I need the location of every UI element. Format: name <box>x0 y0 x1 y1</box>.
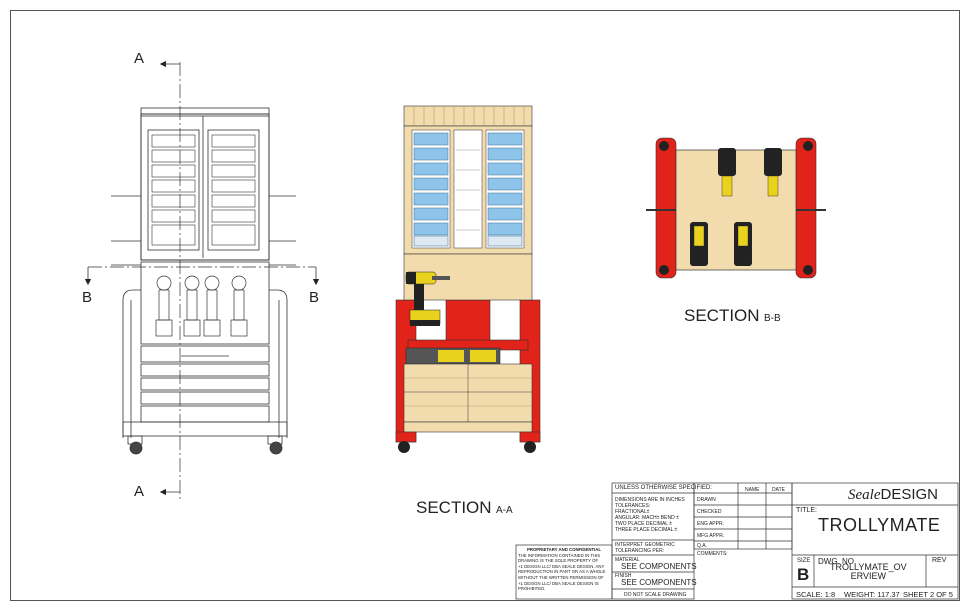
proprietary-notice: PROPRIETARY AND CONFIDENTIAL THE INFORMA… <box>518 547 610 592</box>
drawing-border <box>10 10 960 601</box>
weight-field: WEIGHT: 117.37 <box>844 590 900 599</box>
row-qa: Q.A. <box>697 543 708 549</box>
proprietary-line-5: WITHOUT THE WRITTEN PERMISSION OF <box>518 574 604 580</box>
proprietary-line-4: REPRODUCTION IN PART OR AS A WHOLE <box>518 569 606 575</box>
two-place-line: TWO PLACE DECIMAL ± <box>615 521 673 527</box>
cut-label-b-left: B <box>82 289 93 306</box>
row-comments: COMMENTS: <box>697 551 728 557</box>
dims-line-1: DIMENSIONS ARE IN INCHES <box>615 497 685 503</box>
proprietary-line-3: +1 DESIGN LLC/ DBA SEALE DESIGN. ANY <box>518 563 605 569</box>
material-label: MATERIAL <box>615 557 640 563</box>
title-label: TITLE: <box>796 507 818 514</box>
geometric-tolerancing: INTERPRET GEOMETRIC TOLERANCING PER: <box>615 542 675 554</box>
section-a-a-label: SECTION A-A <box>416 498 513 518</box>
row-mfg-appr: MFG APPR. <box>697 533 725 539</box>
col-name: NAME <box>745 487 760 493</box>
section-b-b-label: SECTION B-B <box>684 306 781 326</box>
material-value: SEE COMPONENTS <box>621 562 697 571</box>
tolerance-dims: DIMENSIONS ARE IN INCHES TOLERANCES: FRA… <box>615 497 685 533</box>
dims-line-2: TOLERANCES: <box>615 503 651 509</box>
logo-caps: DESIGN <box>880 486 938 503</box>
cut-label-a-bottom: A <box>134 483 145 500</box>
dwg-no-label: DWG. NO. <box>818 557 857 566</box>
drawing-title: TROLLYMATE <box>818 515 941 535</box>
section-a-a-sub: A-A <box>496 505 513 516</box>
front-view <box>84 60 320 500</box>
section-b-b-sub: B-B <box>764 313 781 324</box>
finish-value: SEE COMPONENTS <box>621 578 697 587</box>
cut-label-b-right: B <box>309 289 320 306</box>
col-date: DATE <box>772 487 785 493</box>
section-a-a-view <box>395 105 541 453</box>
proprietary-line-2: DRAWING IS THE SOLE PROPERTY OF <box>518 558 599 564</box>
fractional-line: FRACTIONAL± <box>615 509 650 515</box>
three-place-line: THREE PLACE DECIMAL ± <box>615 527 678 533</box>
tolerance-header: UNLESS OTHERWISE SPECIFIED: <box>615 485 712 491</box>
section-a-a-main: SECTION <box>416 498 492 517</box>
geometric-line-1: INTERPRET GEOMETRIC <box>615 542 675 548</box>
title-block-lines <box>515 482 959 600</box>
size-label: SIZE <box>797 558 811 564</box>
logo-italic: Seale <box>848 487 881 503</box>
size-value: B <box>797 565 810 584</box>
row-eng-appr: ENG APPR. <box>697 521 724 527</box>
dwg-no-value: TROLLYMATE_OV ERVIEW <box>830 563 907 581</box>
sheet-field: SHEET 2 OF 5 <box>903 590 953 599</box>
section-b-b-main: SECTION <box>684 306 760 325</box>
proprietary-line-7: PROHIBITED. <box>518 586 546 592</box>
row-checked: CHECKED <box>697 509 722 515</box>
proprietary-line-1: THE INFORMATION CONTAINED IN THIS <box>518 552 601 558</box>
geometric-line-2: TOLERANCING PER: <box>615 548 665 554</box>
angular-line: ANGULAR: MACH± BEND ± <box>615 515 679 521</box>
dwg-no-value-1: TROLLYMATE_OV <box>830 562 907 572</box>
cut-label-a-top: A <box>134 50 145 67</box>
dwg-no-value-2: ERVIEW <box>850 571 887 581</box>
rev-label: REV <box>932 557 947 564</box>
company-logo: SealeDESIGN <box>848 486 938 504</box>
row-drawn: DRAWN <box>697 497 716 503</box>
proprietary-title: PROPRIETARY AND CONFIDENTIAL <box>526 547 601 552</box>
section-b-b-view <box>646 137 826 279</box>
scale-field: SCALE: 1:8 <box>796 590 836 599</box>
proprietary-line-6: +1 DESIGN LLC/ DBA SEALE DESIGN IS <box>518 580 599 586</box>
finish-label: FINISH <box>615 573 632 579</box>
no-scale-note: DO NOT SCALE DRAWING <box>624 592 687 598</box>
